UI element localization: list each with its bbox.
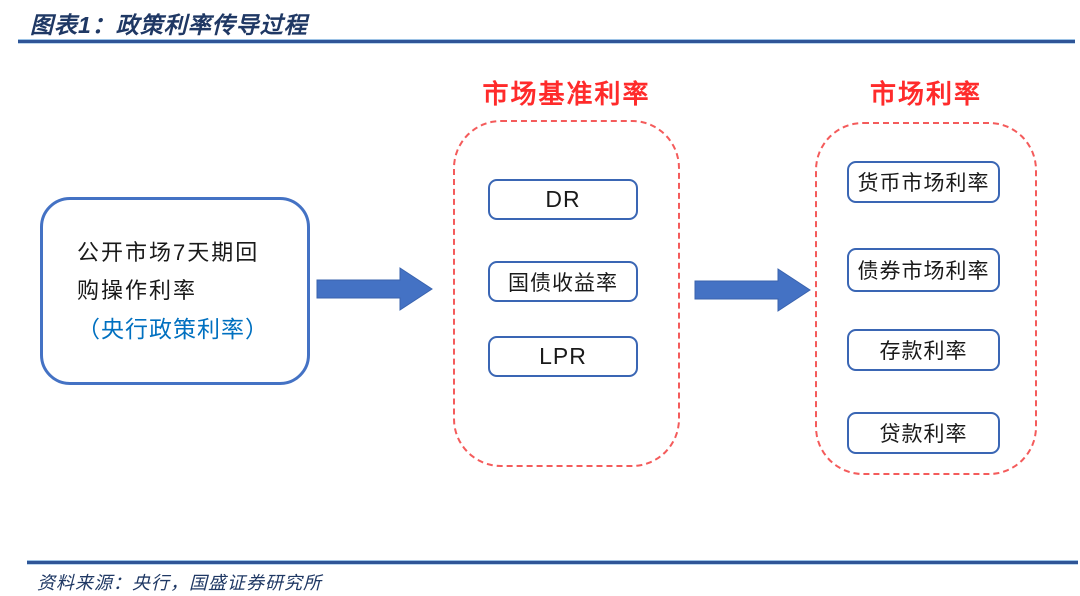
node-money-market-rate: 货币市场利率	[847, 161, 1000, 203]
policy-rate-sublabel: （央行政策利率）	[77, 316, 269, 342]
node-bond-yield: 国债收益率	[488, 261, 638, 302]
policy-rate-node: 公开市场7天期回购操作利率 （央行政策利率）	[40, 197, 310, 385]
node-loan-rate: 贷款利率	[847, 412, 1000, 454]
node-deposit-rate: 存款利率	[847, 329, 1000, 371]
node-dr: DR	[488, 179, 638, 220]
market-group-container	[815, 122, 1037, 475]
policy-rate-label: 公开市场7天期回购操作利率	[77, 240, 260, 303]
figure-title: 图表1：政策利率传导过程	[30, 12, 308, 38]
flow-arrow-2	[694, 268, 811, 312]
node-lpr: LPR	[488, 336, 638, 377]
benchmark-group-container	[453, 120, 680, 467]
top-divider	[18, 40, 1075, 43]
bottom-divider	[27, 561, 1078, 564]
flow-arrow-1	[316, 267, 433, 311]
benchmark-group-title: 市场基准利率	[482, 79, 651, 109]
source-note: 资料来源：央行，国盛证券研究所	[37, 573, 322, 593]
node-bond-market-rate: 债券市场利率	[847, 248, 1000, 292]
market-group-title: 市场利率	[869, 79, 982, 109]
